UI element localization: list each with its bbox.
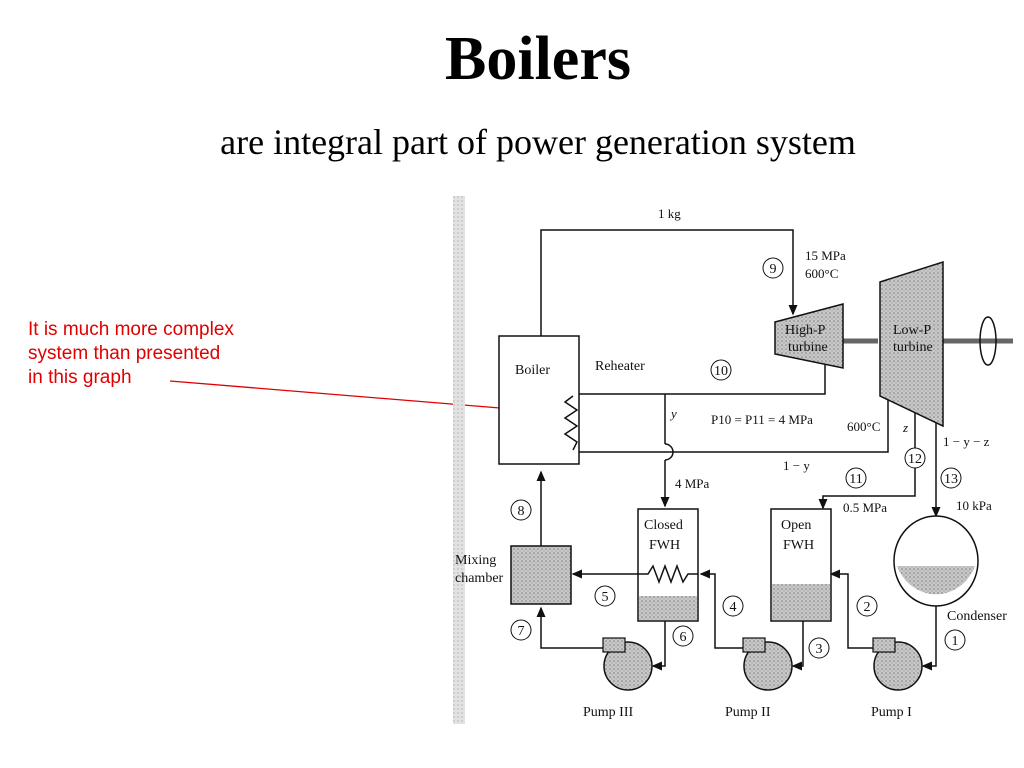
line-state-4	[699, 569, 743, 649]
fraction-one-minus-y: 1 − y	[783, 458, 810, 473]
condenser-pressure: 10 kPa	[956, 498, 992, 513]
fraction-one-minus-y-z: 1 − y − z	[943, 434, 990, 449]
scan-edge	[453, 196, 465, 724]
hp-turbine-label-1: High-P	[785, 323, 826, 338]
state-marker-1: 1	[944, 629, 966, 651]
state-marker-7: 7	[510, 619, 532, 641]
svg-text:12: 12	[908, 452, 922, 467]
pump-2	[742, 637, 793, 691]
annotation-line-1: It is much more complex	[28, 319, 234, 340]
closed-fwh-coil	[638, 563, 698, 585]
slide-subtitle: are integral part of power generation sy…	[220, 122, 856, 162]
lp-turbine	[879, 260, 944, 428]
pump-3-label: Pump III	[583, 705, 634, 720]
mixing-chamber-box	[510, 545, 572, 605]
pump-1	[872, 637, 923, 691]
line-state-1	[921, 606, 937, 671]
svg-text:11: 11	[849, 472, 862, 487]
svg-text:4: 4	[730, 600, 737, 615]
state-marker-5: 5	[594, 585, 616, 607]
state-marker-2: 2	[856, 595, 878, 617]
condenser-label: Condenser	[947, 609, 1007, 624]
state-11-temperature: 600°C	[847, 419, 880, 434]
reheater-coil	[563, 395, 579, 451]
reheater-label: Reheater	[595, 359, 645, 374]
extraction-pressure-4mpa: 4 MPa	[675, 476, 710, 491]
state-marker-13: 13	[940, 467, 962, 489]
state-marker-6: 6	[672, 625, 694, 647]
closed-fwh-label-1: Closed	[644, 518, 683, 533]
main-steam-line	[540, 229, 798, 336]
svg-text:2: 2	[864, 600, 871, 615]
annotation-note: It is much more complex system than pres…	[28, 318, 328, 390]
line-state-2	[829, 569, 883, 649]
state-marker-12: 12	[904, 447, 926, 469]
state-marker-11: 11	[845, 467, 867, 489]
condenser-liquid	[897, 566, 975, 595]
closed-fwh-label-2: FWH	[649, 538, 680, 553]
svg-text:1: 1	[952, 634, 959, 649]
line-state-7	[536, 606, 603, 649]
state-marker-9: 9	[762, 257, 784, 279]
lp-turbine-label-2: turbine	[893, 340, 933, 355]
svg-text:7: 7	[518, 624, 525, 639]
closed-fwh-liquid	[639, 596, 697, 620]
lp-turbine-label-1: Low-P	[893, 323, 931, 338]
state-marker-10: 10	[710, 359, 732, 381]
pump-1-label: Pump I	[871, 705, 912, 720]
svg-text:10: 10	[714, 364, 728, 379]
pump-3	[602, 637, 653, 691]
open-fwh-label-1: Open	[781, 518, 811, 533]
boiler-box	[498, 335, 580, 465]
annotation-line-3: in this graph	[28, 367, 132, 388]
state-9-temperature: 600°C	[805, 266, 838, 281]
extraction-pressure-05mpa: 0.5 MPa	[843, 500, 887, 515]
svg-text:13: 13	[944, 472, 958, 487]
svg-text:5: 5	[602, 590, 609, 605]
state-marker-4: 4	[722, 595, 744, 617]
open-fwh-liquid	[772, 584, 830, 620]
boiler-label: Boiler	[515, 363, 550, 378]
state-marker-8: 8	[510, 499, 532, 521]
state-marker-3: 3	[808, 637, 830, 659]
line-state-6	[651, 621, 666, 671]
state-10-pressure: P10 = P11 = 4 MPa	[711, 412, 813, 427]
mass-label: 1 kg	[658, 206, 681, 221]
svg-text:3: 3	[816, 642, 823, 657]
line-state-3	[791, 621, 804, 671]
mixing-label-1: Mixing	[455, 553, 496, 568]
line-state-11	[573, 384, 893, 453]
mixing-label-2: chamber	[455, 571, 504, 586]
hp-turbine	[774, 303, 844, 369]
svg-text:8: 8	[518, 504, 525, 519]
crossover	[664, 443, 674, 461]
svg-text:6: 6	[680, 630, 687, 645]
pump-2-label: Pump II	[725, 705, 771, 720]
fraction-z: z	[902, 420, 908, 435]
power-cycle-diagram: Boiler Reheater High-P turbine Low-P tur…	[453, 196, 1013, 724]
svg-text:9: 9	[770, 262, 777, 277]
open-fwh-label-2: FWH	[783, 538, 814, 553]
slide-title: Boilers	[445, 25, 631, 93]
hp-turbine-label-2: turbine	[788, 340, 828, 355]
annotation-line-2: system than presented	[28, 343, 221, 364]
line-z	[818, 386, 916, 510]
shaft-rotation	[979, 316, 997, 366]
fraction-y: y	[669, 406, 677, 421]
state-9-pressure: 15 MPa	[805, 248, 846, 263]
